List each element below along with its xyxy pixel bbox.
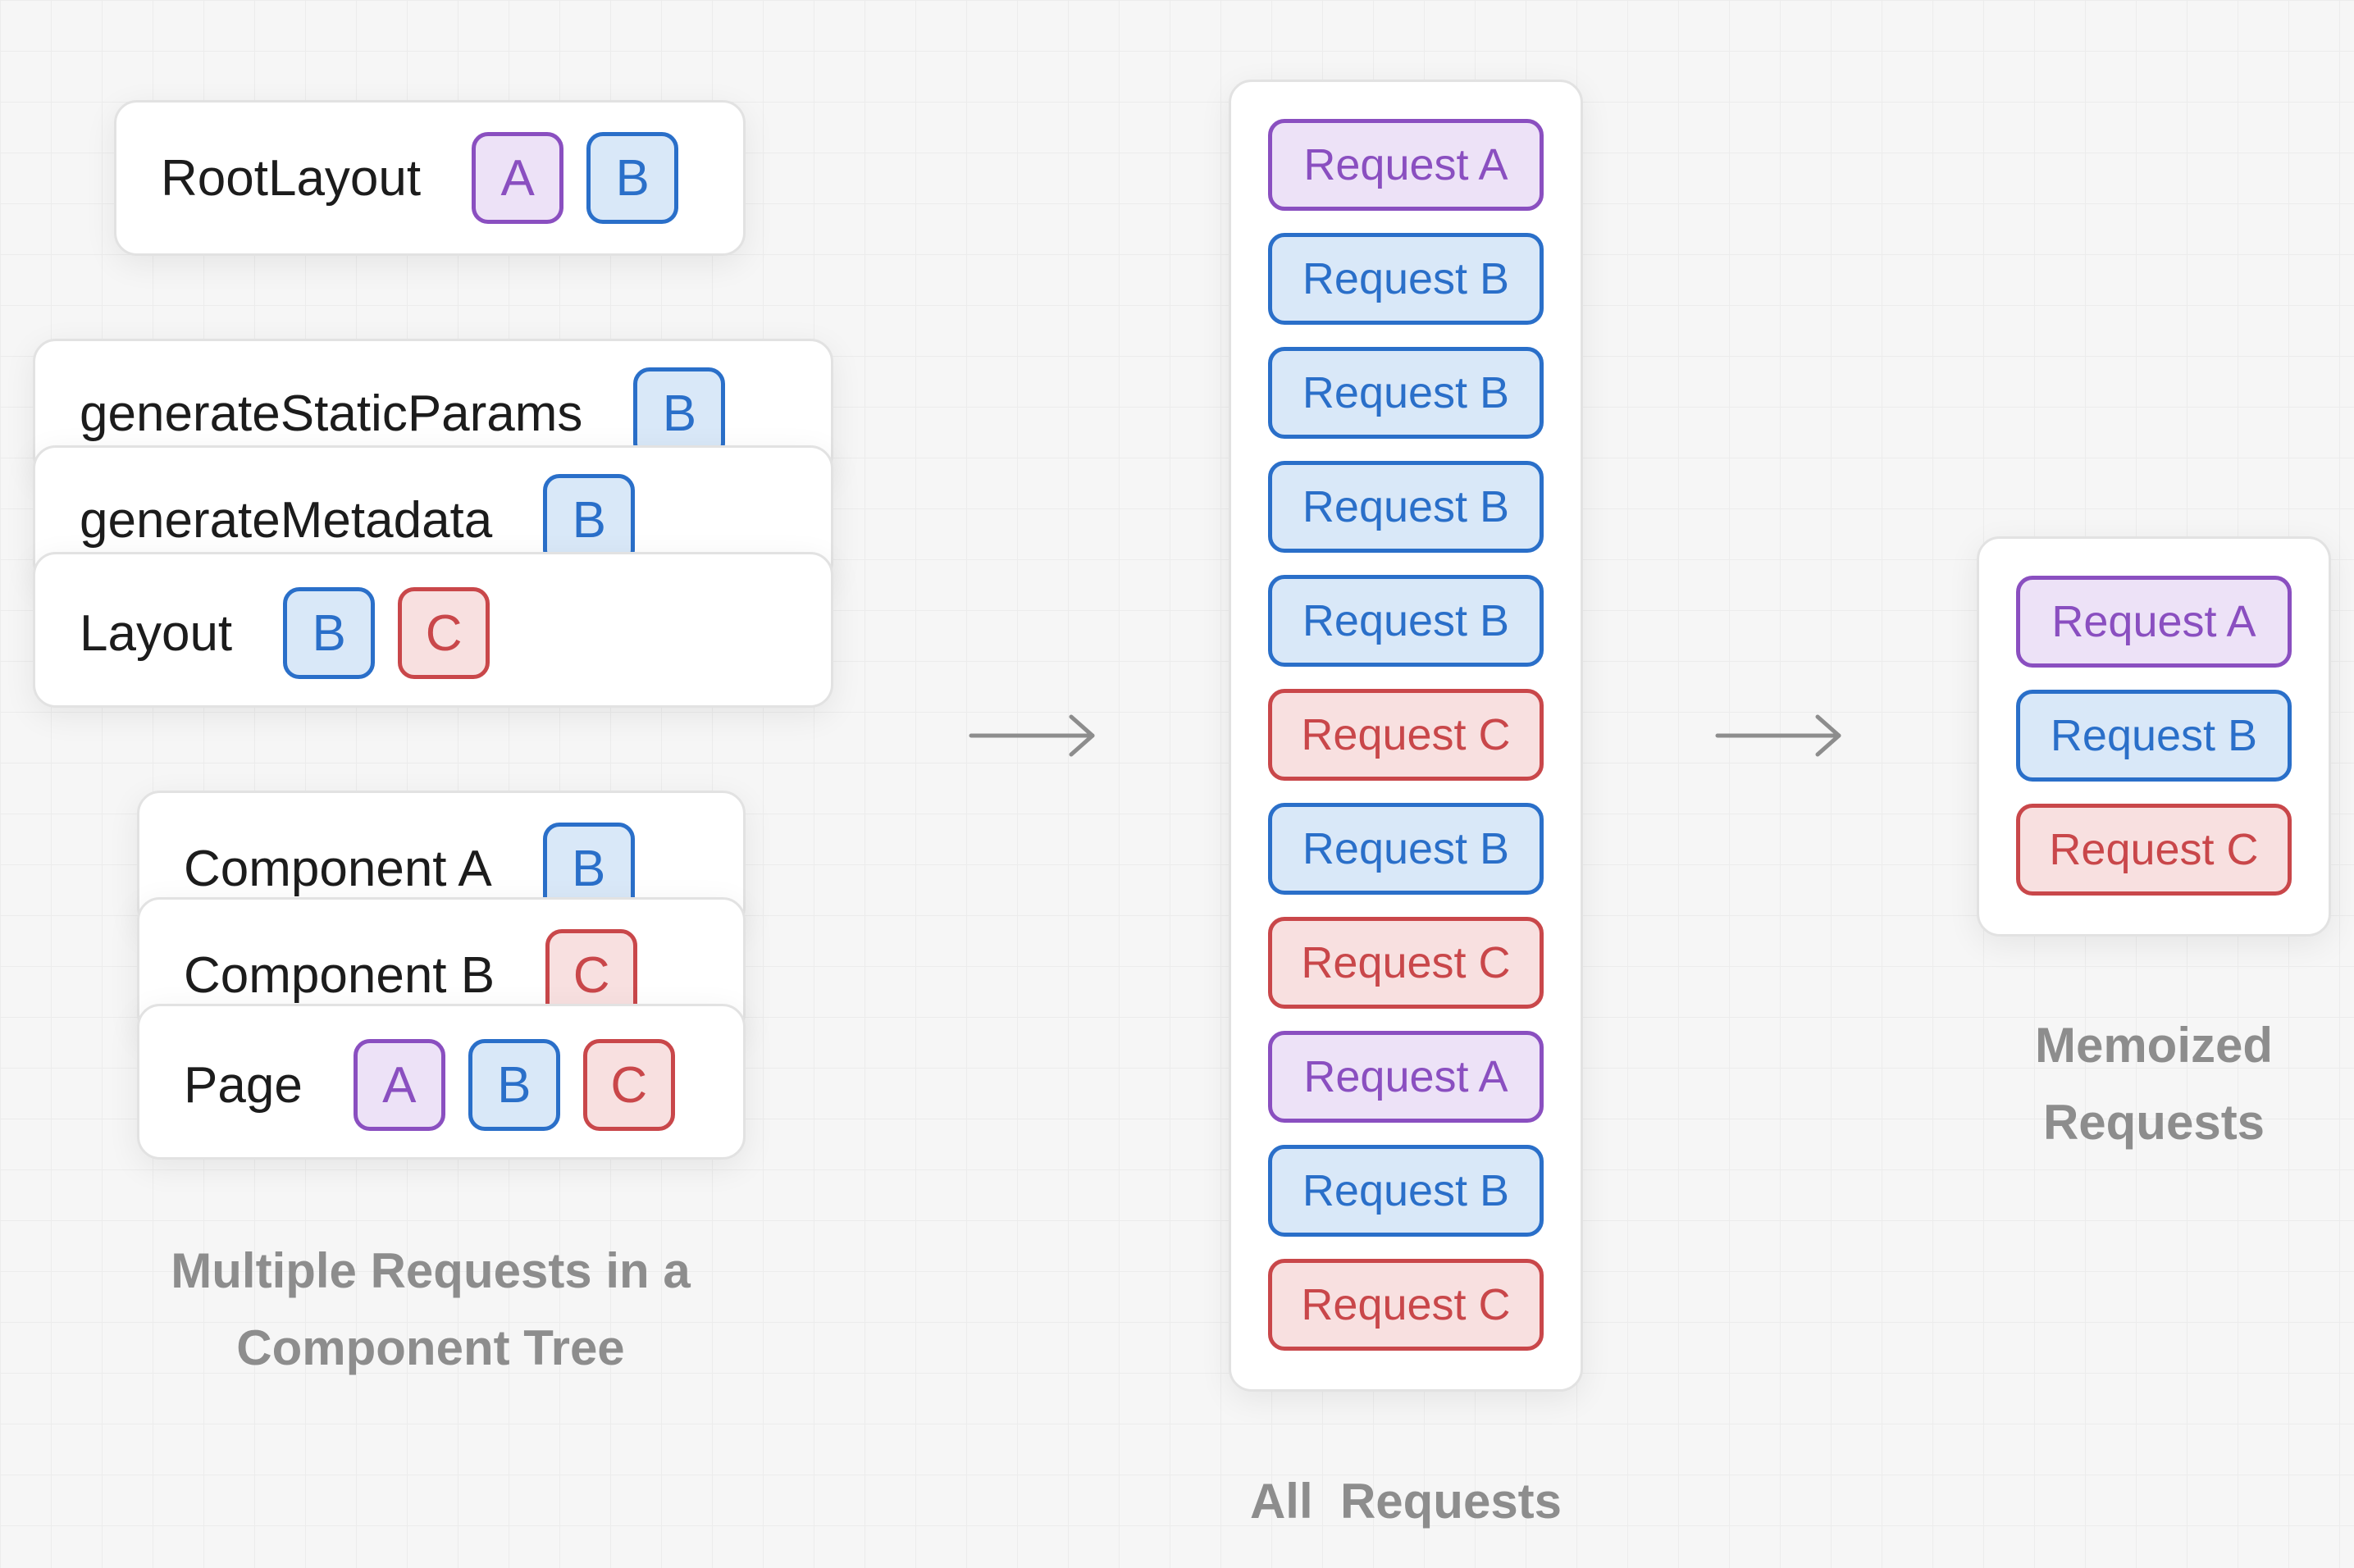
component-a-label: Component A: [184, 840, 492, 897]
request-c-pill: Request C: [1268, 1259, 1544, 1351]
request-c-pill: Request C: [2016, 804, 2292, 896]
badge-b: B: [468, 1039, 560, 1131]
generate-static-params-label: generateStaticParams: [80, 385, 583, 442]
arrow-right-icon: [969, 714, 1095, 757]
memoized-caption-line1: Memoized: [2034, 1018, 2274, 1073]
badge-b: B: [542, 823, 635, 898]
root-layout-label: RootLayout: [161, 149, 422, 207]
request-b-pill: Request B: [1268, 1145, 1544, 1237]
badge-b: B: [633, 367, 726, 446]
tree-caption: Multiple Requests in a Component Tree: [82, 1233, 779, 1387]
request-a-pill: Request A: [1268, 1031, 1544, 1123]
memoized-caption: Memoized Requests: [1908, 1007, 2354, 1161]
request-a-pill: Request A: [2016, 576, 2292, 668]
request-c-pill: Request C: [1268, 917, 1544, 1009]
page-label: Page: [184, 1056, 303, 1114]
request-b-pill: Request B: [1268, 461, 1544, 553]
tree-caption-line2: Component Tree: [236, 1320, 625, 1375]
component-b-label: Component B: [184, 946, 495, 1004]
memoized-caption-line2: Requests: [2042, 1095, 2265, 1150]
badge-a: A: [353, 1039, 445, 1131]
request-c-pill: Request C: [1268, 689, 1544, 781]
all-requests-card: Request A Request B Request B Request B Requ…: [1229, 80, 1583, 1392]
badge-c: C: [582, 1039, 675, 1131]
badge-a: A: [472, 132, 564, 224]
badge-b: B: [586, 132, 679, 224]
badge-c: C: [545, 929, 638, 1005]
layout-label: Layout: [80, 604, 233, 662]
badge-b: B: [543, 474, 636, 553]
layout-card: Layout B C: [33, 552, 833, 708]
request-b-pill: Request B: [2016, 690, 2292, 782]
request-a-pill: Request A: [1268, 119, 1544, 211]
all-requests-caption: All Requests: [1249, 1474, 1562, 1529]
badge-c: C: [398, 587, 490, 679]
request-b-pill: Request B: [1268, 803, 1544, 895]
memoized-requests-card: Request A Request B Request C: [1977, 536, 2331, 937]
arrow-right-icon: [1715, 714, 1841, 757]
tree-caption-line1: Multiple Requests in a: [171, 1243, 691, 1298]
generate-metadata-label: generateMetadata: [80, 491, 493, 549]
root-layout-card: RootLayout A B: [114, 100, 746, 256]
request-b-pill: Request B: [1268, 233, 1544, 325]
page-card: Page A B C: [137, 1004, 746, 1160]
request-b-pill: Request B: [1268, 347, 1544, 439]
badge-b: B: [283, 587, 376, 679]
request-b-pill: Request B: [1268, 575, 1544, 667]
